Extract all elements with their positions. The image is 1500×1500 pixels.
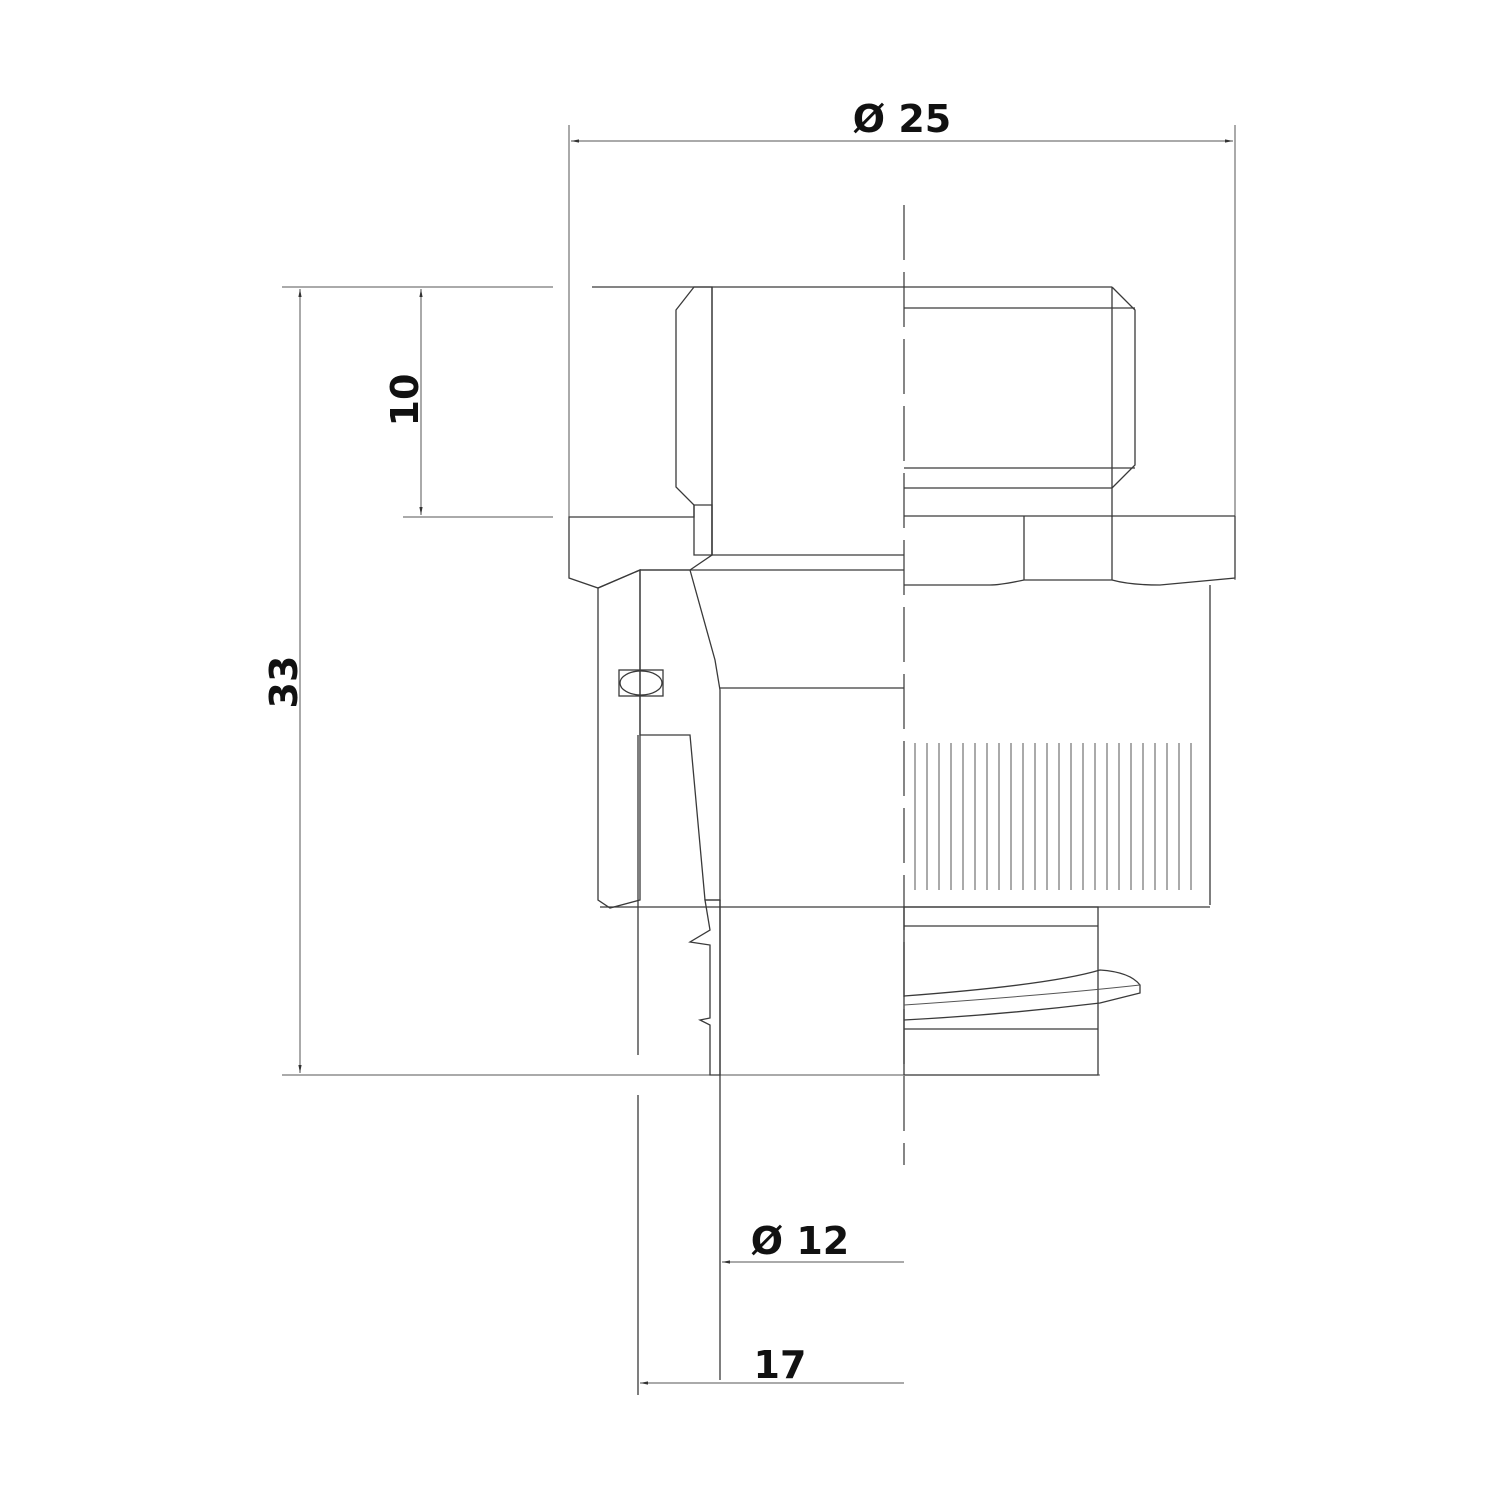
knurled-ring [597,569,1211,909]
o-ring-groove [618,669,664,697]
dimension-outer-diameter: Ø 25 [568,97,1236,580]
dim-label-bore-diameter: Ø 12 [751,1219,849,1263]
dim-label-thread-length: 10 [383,374,427,427]
dim-label-inner-diameter: 17 [754,1343,807,1387]
knurl-lines [914,743,1192,890]
dimension-bore-diameter: Ø 12 [722,1219,904,1264]
dimension-thread-length: 10 [383,289,553,518]
dimension-inner-diameter: 17 [640,1343,904,1387]
o-ring [619,670,663,696]
fitting-body [568,286,1236,589]
dim-label-outer-diameter: Ø 25 [853,97,951,141]
dim-label-total-height: 33 [262,656,306,709]
bottom-stem [637,735,1141,1395]
